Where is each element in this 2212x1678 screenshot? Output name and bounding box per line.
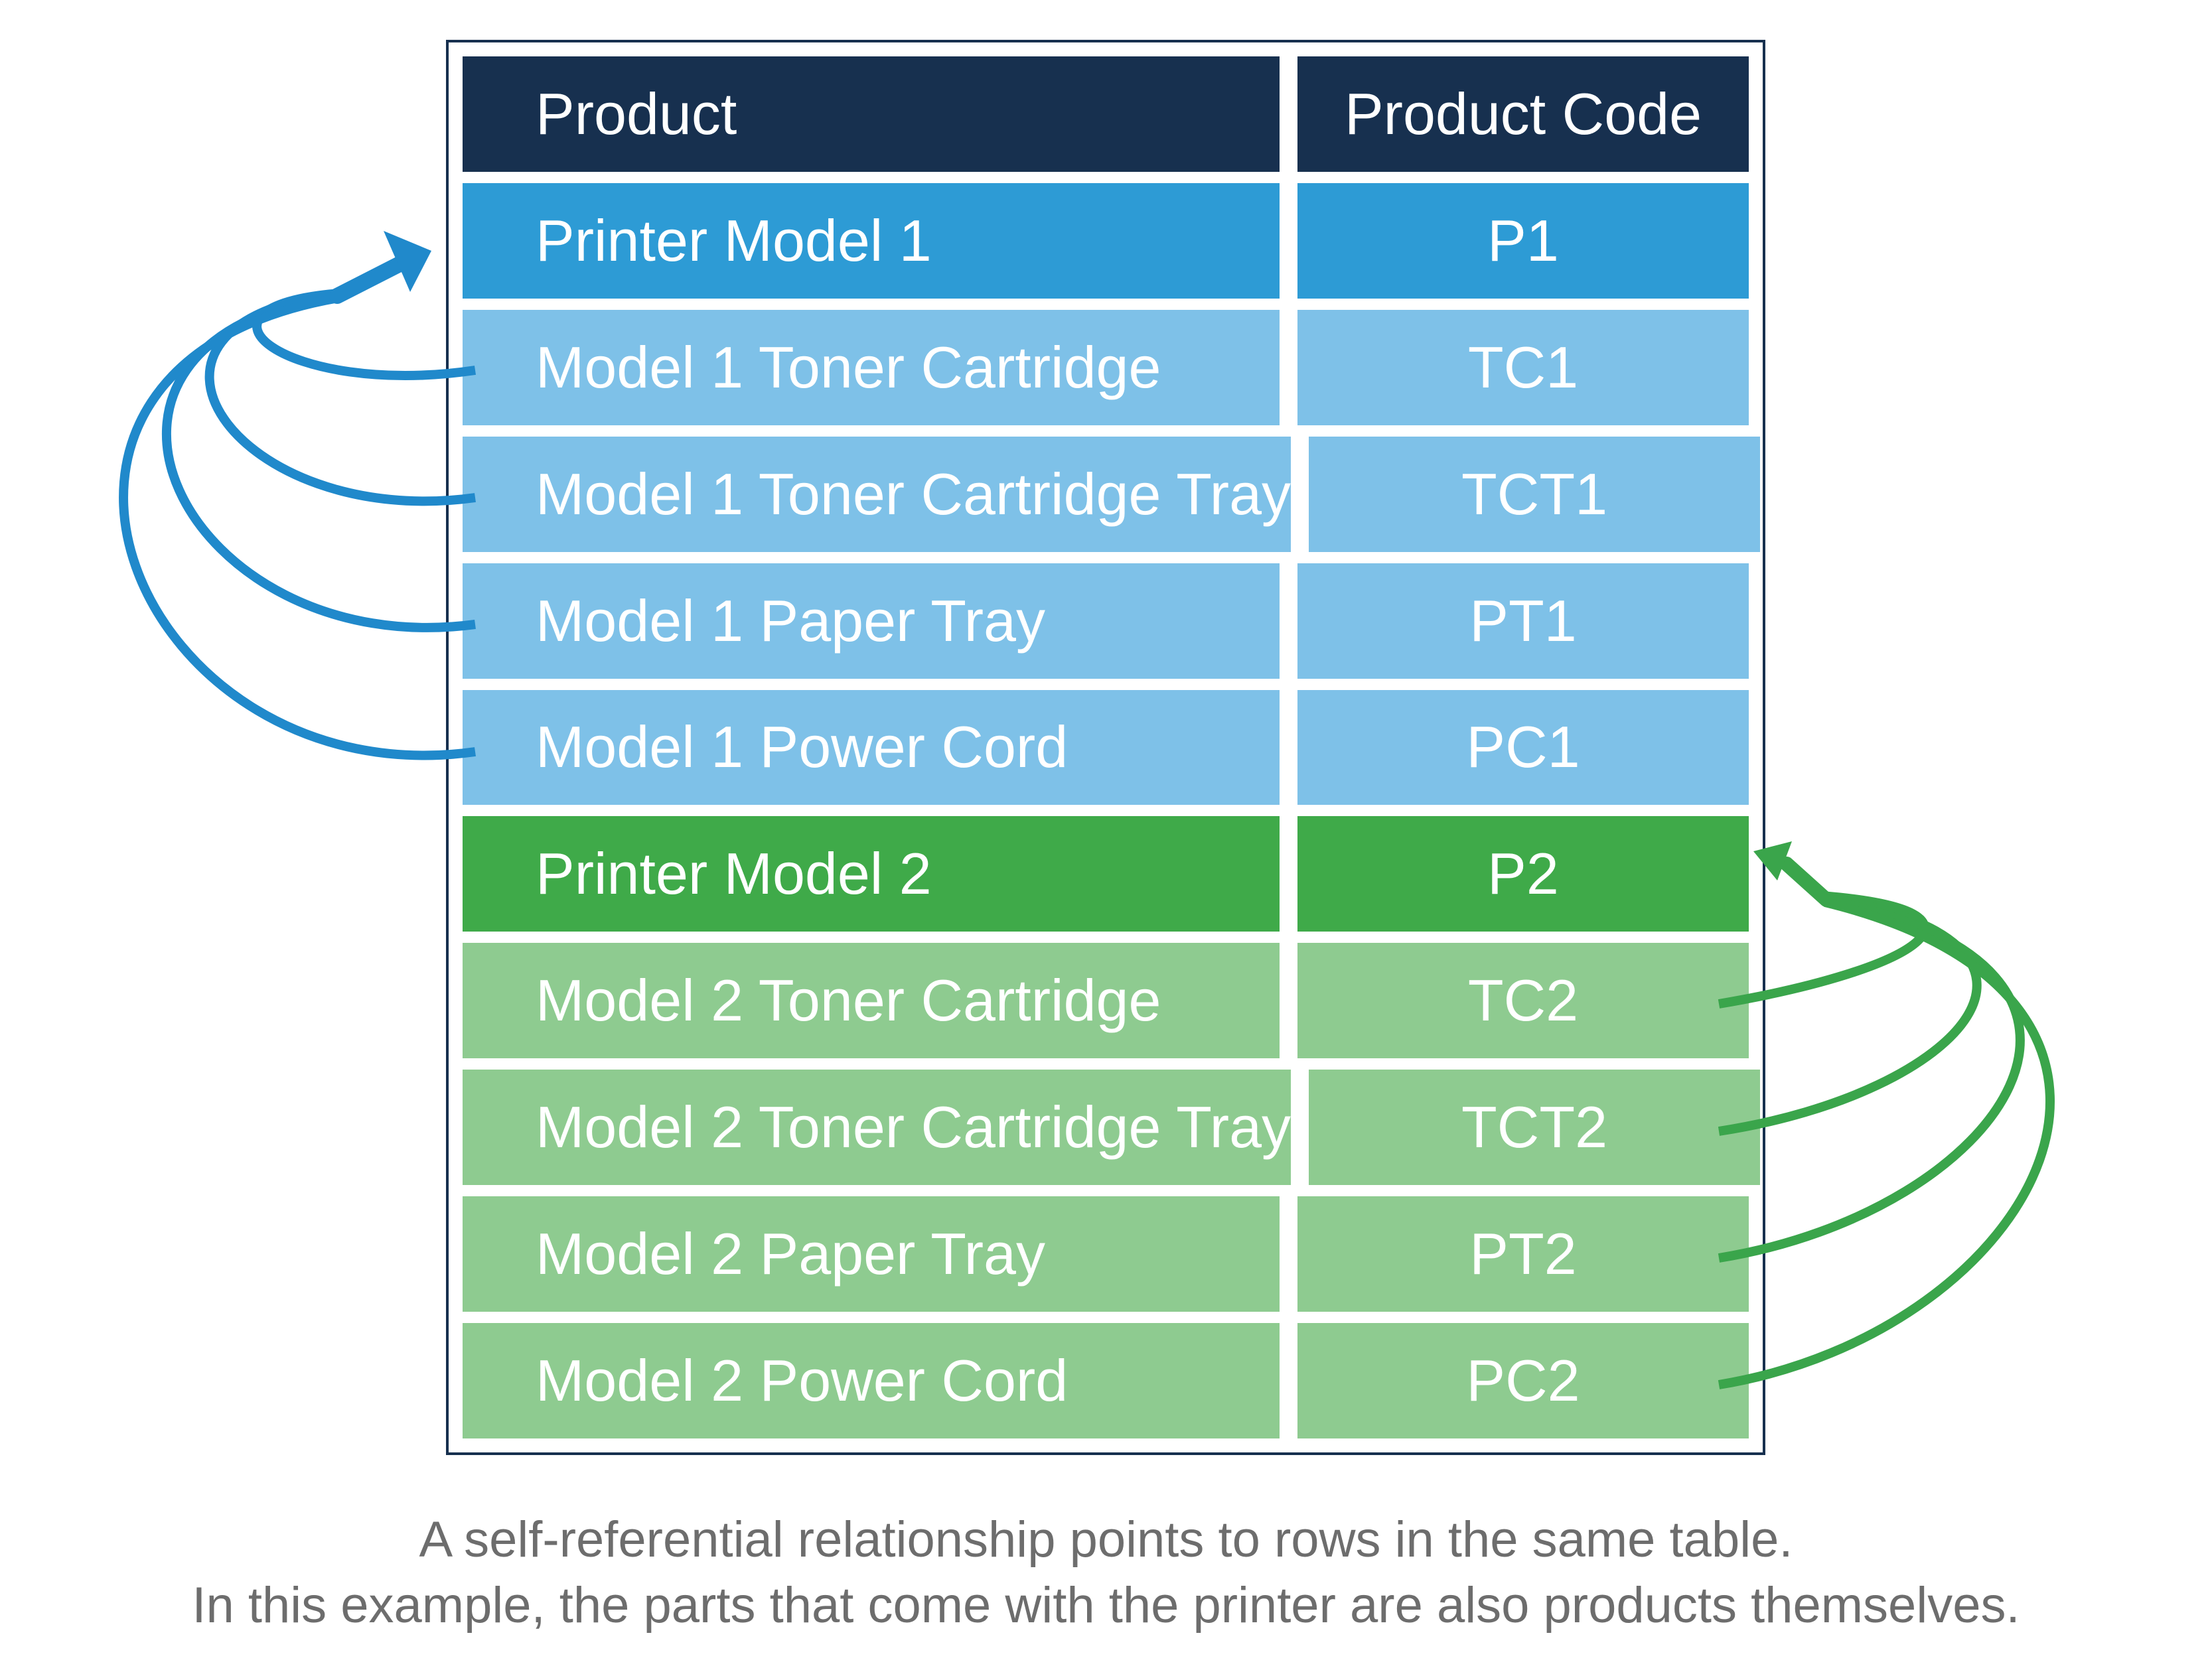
product-cell: Model 1 Paper Tray: [463, 563, 1280, 679]
product-cell: Model 2 Paper Tray: [463, 1196, 1280, 1312]
code-cell: TC1: [1297, 309, 1749, 425]
product-table: Product Product Code Printer Model 1 P1 …: [446, 40, 1765, 1455]
product-cell: Model 2 Power Cord: [463, 1323, 1280, 1438]
table-row-model-2-paper-tray: Model 2 Paper Tray PT2: [463, 1196, 1749, 1312]
arrow-curve-pc2-to-p2: [1718, 898, 2055, 1389]
table-row-model-2-toner-cartridge-tray: Model 2 Toner Cartridge Tray TCT2: [463, 1070, 1761, 1186]
code-cell: TC2: [1297, 943, 1749, 1059]
table-row-model-1-toner-cartridge: Model 1 Toner Cartridge TC1: [463, 309, 1749, 425]
product-cell: Model 1 Power Cord: [463, 689, 1280, 805]
table-row-printer-model-1: Printer Model 1 P1: [463, 182, 1749, 299]
table-row-model-2-power-cord: Model 2 Power Cord PC2: [463, 1323, 1749, 1438]
caption-line-2: In this example, the parts that come wit…: [192, 1576, 2020, 1634]
table-row-model-1-power-cord: Model 1 Power Cord PC1: [463, 689, 1749, 805]
product-cell: Model 2 Toner Cartridge Tray: [463, 1070, 1291, 1186]
code-cell: P2: [1297, 816, 1749, 932]
table-row-model-1-paper-tray: Model 1 Paper Tray PT1: [463, 563, 1749, 679]
product-cell: Printer Model 1: [463, 182, 1280, 299]
green-arrow-stem: [1779, 857, 1834, 907]
product-cell: Printer Model 2: [463, 816, 1280, 932]
table-row-printer-model-2: Printer Model 2 P2: [463, 816, 1749, 932]
caption: A self-referential relationship points t…: [0, 1507, 2212, 1639]
code-cell: P1: [1297, 182, 1749, 299]
product-cell: Model 1 Toner Cartridge Tray: [463, 436, 1291, 552]
blue-arrowhead-icon: [384, 231, 431, 292]
product-table-grid: Product Product Code Printer Model 1 P1 …: [463, 56, 1761, 1438]
arrow-curve-pc1-to-p1: [119, 293, 476, 760]
code-cell: TCT1: [1309, 436, 1761, 552]
table-row-model-2-toner-cartridge: Model 2 Toner Cartridge TC2: [463, 943, 1749, 1059]
table-row-model-1-toner-cartridge-tray: Model 1 Toner Cartridge Tray TCT1: [463, 436, 1761, 552]
arrow-curve-tct1-to-p1: [204, 289, 476, 506]
product-cell: Model 2 Toner Cartridge: [463, 943, 1280, 1059]
code-cell: PC1: [1297, 689, 1749, 805]
arrow-curve-pt1-to-p1: [161, 290, 476, 632]
header-cell-product-code: Product Code: [1297, 56, 1749, 172]
code-cell: TCT2: [1309, 1070, 1761, 1186]
blue-arrow-stem: [329, 255, 410, 304]
arrow-curve-tc1-to-p1: [252, 289, 477, 380]
table-header-row: Product Product Code: [463, 56, 1749, 172]
caption-line-1: A self-referential relationship points t…: [419, 1511, 1793, 1568]
code-cell: PT2: [1297, 1196, 1749, 1312]
green-arrow-group: [1718, 841, 2055, 1389]
code-cell: PT1: [1297, 563, 1749, 679]
blue-arrow-group: [119, 231, 477, 760]
header-cell-product: Product: [463, 56, 1280, 172]
code-cell: PC2: [1297, 1323, 1749, 1438]
product-cell: Model 1 Toner Cartridge: [463, 309, 1280, 425]
